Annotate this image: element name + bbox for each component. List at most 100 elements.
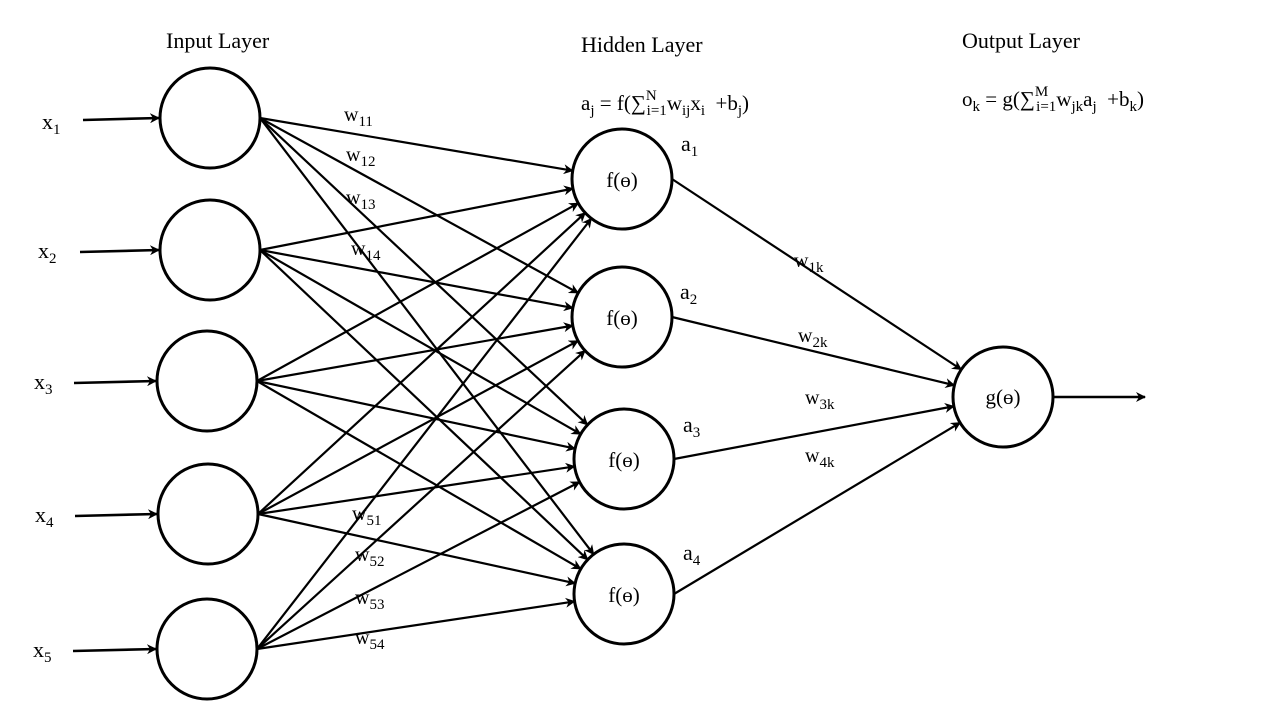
output-formula-sum: ∑ bbox=[1020, 87, 1035, 111]
edge-hidden-3-output bbox=[673, 403, 955, 461]
output-formula-a: a bbox=[1083, 87, 1093, 111]
weight-label-w14: w14 bbox=[351, 238, 381, 264]
output-formula-lhs-sub: k bbox=[973, 99, 981, 115]
input-arrow-4 bbox=[74, 509, 158, 520]
edge-input-3-hidden-1 bbox=[256, 202, 580, 382]
activation-label-a1: a1 bbox=[681, 131, 698, 160]
output-formula-w: w bbox=[1056, 87, 1072, 111]
edge-input-1-hidden-3 bbox=[259, 117, 589, 426]
input-label-1: x1 bbox=[42, 109, 61, 138]
hidden-formula-lhs: a bbox=[581, 91, 591, 115]
input-node-1 bbox=[158, 66, 262, 170]
weight-label-w12: w12 bbox=[346, 144, 375, 170]
hidden-formula-w: w bbox=[667, 91, 683, 115]
connections bbox=[256, 116, 963, 651]
input-label-3: x3 bbox=[34, 369, 53, 398]
weight-label-w54: w54 bbox=[355, 627, 385, 653]
hidden-formula-x: x bbox=[690, 91, 701, 115]
hidden-node-3 bbox=[572, 407, 676, 511]
input-arrow-1 bbox=[82, 113, 160, 124]
output-node-function: g(ɵ) bbox=[986, 385, 1021, 409]
input-layer-title: Input Layer bbox=[166, 28, 270, 53]
edge-input-2-hidden-2 bbox=[259, 248, 574, 312]
weight-label-w3k: w3k bbox=[805, 387, 835, 413]
output-formula-sub: i=1 bbox=[1036, 99, 1056, 115]
edge-input-3-hidden-2 bbox=[256, 322, 574, 383]
hidden-formula-w-sub: ij bbox=[682, 103, 690, 119]
edge-input-2-hidden-4 bbox=[259, 249, 589, 561]
input-arrow-2 bbox=[79, 245, 160, 256]
hidden-formula-lhs-sub: j bbox=[589, 103, 594, 119]
output-formula-w-sub: jk bbox=[1070, 99, 1083, 115]
hidden-node-4-function: f(ɵ) bbox=[608, 583, 639, 607]
hidden-formula-close: ) bbox=[742, 91, 749, 115]
weight-label-w52: w52 bbox=[355, 544, 384, 570]
hidden-formula-x-sub: i bbox=[701, 103, 705, 119]
input-label-5: x5 bbox=[33, 637, 52, 666]
output-node bbox=[951, 345, 1055, 449]
edge-input-5-hidden-3 bbox=[256, 481, 581, 650]
hidden-layer-title: Hidden Layer bbox=[581, 32, 703, 57]
weight-label-w53: w53 bbox=[355, 587, 384, 613]
hidden-node-2-function: f(ɵ) bbox=[606, 306, 637, 330]
input-arrow-5 bbox=[72, 644, 157, 655]
edge-hidden-1-output bbox=[671, 178, 963, 371]
edge-input-3-hidden-3 bbox=[256, 379, 577, 452]
weight-label-w11: w11 bbox=[344, 104, 373, 130]
activation-label-a4: a4 bbox=[683, 540, 701, 569]
hidden-formula-sub: i=1 bbox=[647, 103, 667, 119]
output-formula-plus: +b bbox=[1097, 87, 1130, 111]
hidden-node-4 bbox=[572, 542, 676, 646]
edge-input-1-hidden-4 bbox=[259, 117, 595, 556]
edge-input-4-hidden-4 bbox=[257, 512, 577, 587]
output-formula-b-sub: k bbox=[1130, 99, 1138, 115]
hidden-node-1-function: f(ɵ) bbox=[606, 168, 637, 192]
hidden-node-1 bbox=[570, 127, 674, 231]
hidden-formula-eq: = f( bbox=[595, 91, 631, 115]
weight-label-w51: w51 bbox=[352, 503, 381, 529]
output-formula-sup: M bbox=[1035, 84, 1048, 100]
input-node-5 bbox=[155, 597, 259, 701]
edge-input-4-hidden-1 bbox=[257, 212, 586, 515]
edge-input-3-hidden-4 bbox=[256, 380, 582, 570]
edge-input-5-hidden-4 bbox=[256, 597, 576, 651]
weight-label-w4k: w4k bbox=[805, 445, 835, 471]
input-node-2 bbox=[158, 198, 262, 302]
output-layer-title: Output Layer bbox=[962, 28, 1081, 53]
activation-label-a3: a3 bbox=[683, 412, 700, 441]
edge-input-1-hidden-2 bbox=[259, 117, 580, 294]
input-node-3 bbox=[155, 329, 259, 433]
io-arrows bbox=[72, 113, 1146, 655]
activation-label-a2: a2 bbox=[680, 279, 697, 308]
edge-input-4-hidden-3 bbox=[257, 462, 576, 516]
weight-label-w2k: w2k bbox=[798, 325, 828, 351]
input-label-4: x4 bbox=[35, 502, 54, 531]
hidden-formula-sum: ∑ bbox=[631, 91, 646, 115]
hidden-node-3-function: f(ɵ) bbox=[608, 448, 639, 472]
output-formula-lhs: o bbox=[962, 87, 973, 111]
input-node-4 bbox=[156, 462, 260, 566]
output-formula-a-sub: j bbox=[1091, 99, 1096, 115]
hidden-formula-plus: +b bbox=[705, 91, 738, 115]
nodes: f(ɵ) f(ɵ) f(ɵ) f(ɵ) g(ɵ) bbox=[155, 66, 1055, 701]
edge-input-1-hidden-1 bbox=[259, 116, 574, 175]
edge-input-5-hidden-1 bbox=[256, 217, 593, 650]
hidden-node-2 bbox=[570, 265, 674, 369]
input-label-2: x2 bbox=[38, 238, 57, 267]
edge-input-5-hidden-2 bbox=[256, 349, 586, 650]
hidden-formula-b-sub: j bbox=[737, 103, 742, 119]
edge-hidden-2-output bbox=[671, 315, 956, 388]
input-arrow-3 bbox=[73, 376, 157, 387]
weight-label-w1k: w1k bbox=[794, 250, 824, 276]
edge-input-2-hidden-1 bbox=[259, 185, 574, 252]
output-formula-close: ) bbox=[1137, 87, 1144, 111]
output-formula-eq: = g( bbox=[980, 87, 1020, 111]
edge-input-4-hidden-2 bbox=[257, 339, 579, 515]
edge-hidden-4-output bbox=[673, 421, 961, 595]
edge-input-2-hidden-3 bbox=[259, 249, 582, 436]
weight-label-w13: w13 bbox=[346, 187, 375, 213]
hidden-formula-sup: N bbox=[646, 88, 657, 104]
